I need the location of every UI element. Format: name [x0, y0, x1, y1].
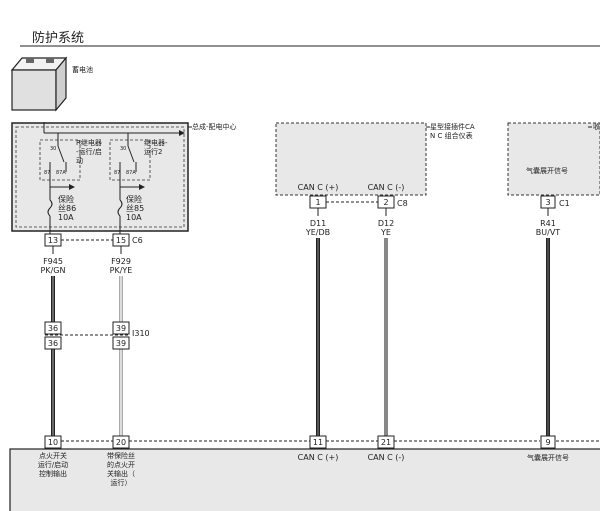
relay-r-label-2: -运行/启 — [76, 147, 102, 156]
wire-d11-color: YE/DB — [305, 228, 330, 237]
pin9-label: 气囊展开信号 — [527, 453, 569, 462]
pin20-label-1: 带保险丝 — [107, 451, 135, 460]
wire-r41-code: R41 — [540, 219, 556, 228]
fuse-box-name: 总成-配电中心 — [192, 122, 237, 131]
relay-r-pin-30: 30 — [50, 146, 56, 152]
pin10-label-1: 点火开关 — [39, 451, 67, 460]
fuse-85: 保险 丝85 10A — [117, 187, 144, 234]
fuse-86: 保险 丝86 10A — [47, 187, 76, 234]
fuse-86-label-1: 保险 — [58, 194, 74, 204]
connector-c8: 1 2 C8 — [309, 195, 408, 209]
wire-r41-color: BU/VT — [536, 228, 561, 237]
i310-name: I310 — [132, 329, 150, 338]
relay-2-pin-30: 30 — [120, 146, 126, 152]
pin20-label-3: 关输出（ — [107, 469, 135, 478]
c8-pin-1: 1 — [315, 198, 320, 207]
relay-2-pin-87a: 87A — [126, 170, 136, 176]
fuse-85-label-2: 丝85 — [126, 203, 144, 213]
c8-name: C8 — [397, 199, 408, 208]
relay-r: 30 87 87A R继电器 -运行/启 动 — [39, 133, 102, 181]
relay-2-label-1: 继电器- — [144, 138, 168, 147]
relay-r-pin-87a: 87A — [56, 170, 66, 176]
relay-r-pin-87: 87 — [44, 170, 50, 176]
airbag-box — [507, 122, 600, 196]
c6-name: C6 — [132, 236, 143, 245]
fuse-86-label-2: 丝86 — [58, 203, 76, 213]
wire-f929-code: F929 — [111, 257, 131, 266]
c1-name: C1 — [559, 199, 570, 208]
pin20-label-2: 的点火开 — [107, 460, 135, 469]
cluster-name-1: 星型接插件CA — [430, 122, 475, 131]
pin10-label-2: 运行/启动 — [38, 460, 68, 469]
wire-f929-color: PK/YE — [110, 266, 133, 275]
bottom-pin-21: 21 — [381, 438, 391, 447]
pin20-label-4: 运行） — [111, 478, 132, 487]
i310-bottom-pin-39: 39 — [116, 339, 126, 348]
fuse-85-label-1: 保险 — [126, 194, 142, 204]
cluster-box — [275, 122, 427, 196]
connector-c1: 3 C1 — [540, 195, 570, 209]
cluster-pin-label-can-minus: CAN C (-) — [368, 183, 405, 192]
wire-f945-code: F945 — [43, 257, 63, 266]
page-title: 防护系统 — [32, 30, 84, 46]
i310-top-pin-39: 39 — [116, 324, 126, 333]
cluster-pin-label-can-plus: CAN C (+) — [298, 183, 339, 192]
i310-bottom-pin-36: 36 — [48, 339, 58, 348]
pin10-label-3: 控制输出 — [39, 469, 67, 478]
fuse-box — [11, 122, 189, 232]
airbag-name-partial: 收 — [593, 122, 600, 131]
c6-pin-13: 13 — [48, 236, 58, 245]
relay-r-label-1: R继电器 — [76, 138, 102, 147]
pin11-label: CAN C (+) — [298, 453, 339, 462]
relay-2-label-2: 运行2 — [144, 147, 162, 156]
c6-pin-15: 15 — [116, 236, 126, 245]
battery-label: 蓄电池 — [72, 65, 93, 74]
bottom-pin-10: 10 — [48, 438, 58, 447]
cluster-name-2: N C 组合仪表 — [430, 131, 473, 140]
fuse-86-label-3: 10A — [58, 213, 74, 222]
wire-d11-code: D11 — [310, 219, 326, 228]
pin21-label: CAN C (-) — [368, 453, 405, 462]
fuse-85-label-3: 10A — [126, 213, 142, 222]
bottom-pin-11: 11 — [313, 438, 323, 447]
airbag-signal-label: 气囊展开信号 — [526, 166, 568, 175]
bottom-pins: 10 20 11 21 9 — [44, 435, 556, 449]
relay-2-pin-87: 87 — [114, 170, 120, 176]
wire-d12-code: D12 — [378, 219, 394, 228]
bottom-module — [9, 448, 600, 511]
connector-i310: 36 39 36 39 I310 — [44, 321, 150, 350]
connector-c6: 13 15 C6 — [44, 233, 143, 247]
bottom-pin-20: 20 — [116, 438, 126, 447]
bottom-pin-9: 9 — [545, 438, 550, 447]
wire-d12-color: YE — [380, 228, 391, 237]
battery-icon — [10, 56, 68, 112]
c8-pin-2: 2 — [383, 198, 388, 207]
i310-top-pin-36: 36 — [48, 324, 58, 333]
relay-r-label-3: 动 — [76, 156, 83, 165]
wire-f945-color: PK/GN — [41, 266, 66, 275]
c1-pin-3: 3 — [545, 198, 550, 207]
relay-2: 30 87 87A 继电器- 运行2 — [109, 133, 168, 181]
